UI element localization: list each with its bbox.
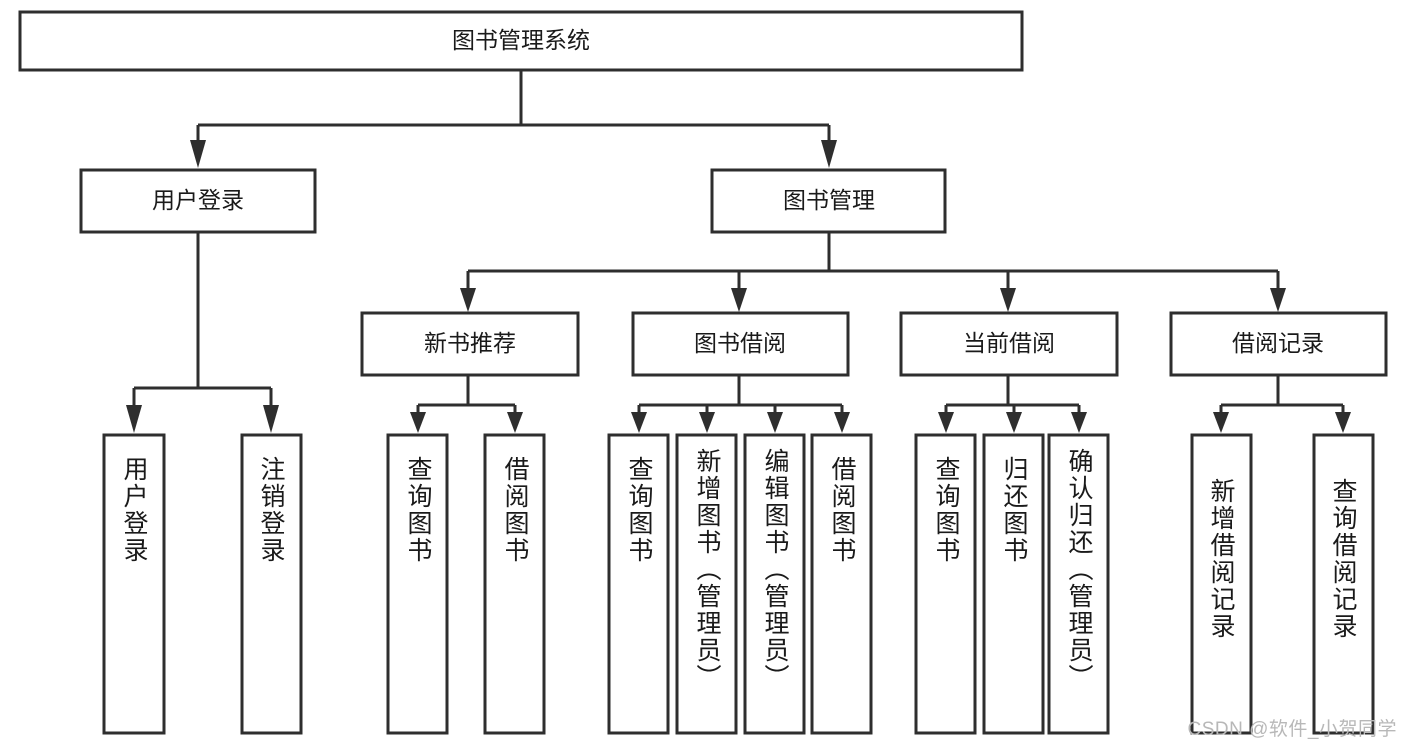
node-leaf-query-book-recommend[interactable]: 查询图书: [386, 433, 449, 735]
watermark-text: CSDN @软件_小贺同学: [1187, 719, 1397, 740]
node-leaf-query-borrow-record-box[interactable]: [1312, 433, 1375, 735]
node-root-box[interactable]: [18, 10, 1024, 72]
node-user-login-label: 用户登录: [152, 187, 244, 213]
node-leaf-return-book[interactable]: 归还图书: [982, 433, 1045, 735]
node-current-borrow-box[interactable]: [899, 311, 1119, 377]
node-leaf-return-book-box[interactable]: [982, 433, 1045, 735]
node-leaf-confirm-return-admin-label: 确认归还（管理员）: [1065, 448, 1094, 691]
arrow-head-leaf-add-borrow-record: [1213, 412, 1229, 433]
node-current-borrow-label: 当前借阅: [963, 330, 1055, 356]
node-borrow-record-label: 借阅记录: [1232, 330, 1324, 356]
node-leaf-borrow-book-recommend[interactable]: 借阅图书: [483, 433, 546, 735]
node-leaf-user-login-box[interactable]: [102, 433, 166, 735]
node-root-label: 图书管理系统: [452, 27, 590, 53]
node-new-book-recommend[interactable]: 新书推荐: [360, 311, 580, 377]
arrow-head-leaf-user-login: [126, 405, 142, 433]
arrow-head-current-borrow: [1000, 288, 1016, 312]
node-leaf-query-book-recommend-label: 查询图书: [404, 456, 433, 564]
node-leaf-add-borrow-record[interactable]: 新增借阅记录: [1190, 433, 1253, 735]
node-leaf-user-login[interactable]: 用户登录: [102, 433, 166, 735]
node-leaf-query-book-current[interactable]: 查询图书: [914, 433, 977, 735]
node-leaf-user-login-label: 用户登录: [120, 456, 149, 564]
node-leaf-user-logout[interactable]: 注销登录: [240, 433, 303, 735]
node-borrow-record[interactable]: 借阅记录: [1169, 311, 1388, 377]
node-leaf-add-book-admin[interactable]: 新增图书（管理员）: [675, 433, 738, 735]
arrow-head-leaf-user-logout: [263, 405, 279, 433]
arrow-head-leaf-edit-book-admin: [767, 412, 783, 433]
arrow-head-leaf-query-borrow-record: [1335, 412, 1351, 433]
node-leaf-add-book-admin-label: 新增图书（管理员）: [693, 448, 722, 691]
arrow-head-leaf-add-book-admin: [699, 412, 715, 433]
arrow-head-new-book-recommend: [460, 288, 476, 312]
connector-group-current-borrow: [938, 375, 1087, 433]
arrow-head-leaf-confirm-return-admin: [1071, 412, 1087, 433]
node-borrow-record-box[interactable]: [1169, 311, 1388, 377]
node-leaf-return-book-label: 归还图书: [1000, 456, 1029, 564]
node-leaf-confirm-return-admin-box[interactable]: [1047, 433, 1110, 735]
node-new-book-recommend-label: 新书推荐: [424, 330, 516, 356]
node-leaf-borrow-book-recommend-box[interactable]: [483, 433, 546, 735]
node-leaf-add-borrow-record-label: 新增借阅记录: [1207, 478, 1236, 640]
node-user-login-box[interactable]: [79, 168, 317, 234]
node-book-borrow-label: 图书借阅: [694, 330, 786, 356]
node-book-borrow[interactable]: 图书借阅: [631, 311, 850, 377]
arrow-head-borrow-record: [1270, 288, 1286, 312]
arrow-head-leaf-query-book-current: [938, 412, 954, 433]
node-leaf-query-book-current-label: 查询图书: [932, 456, 961, 564]
node-leaf-edit-book-admin-label: 编辑图书（管理员）: [761, 448, 790, 691]
node-current-borrow[interactable]: 当前借阅: [899, 311, 1119, 377]
arrow-head-leaf-borrow-book-borrow: [834, 412, 850, 433]
node-book-manage-box[interactable]: [710, 168, 947, 234]
node-leaf-user-logout-label: 注销登录: [257, 456, 286, 564]
node-leaf-query-book-borrow-label: 查询图书: [625, 456, 654, 564]
arrow-head-book-borrow: [731, 288, 747, 312]
node-leaf-query-borrow-record[interactable]: 查询借阅记录: [1312, 433, 1375, 735]
arrow-head-leaf-query-book-borrow: [631, 412, 647, 433]
arrow-head-leaf-borrow-book-recommend: [507, 412, 523, 433]
node-leaf-confirm-return-admin[interactable]: 确认归还（管理员）: [1047, 433, 1110, 735]
arrow-head-leaf-query-book-recommend: [410, 412, 426, 433]
node-leaf-add-borrow-record-box[interactable]: [1190, 433, 1253, 735]
node-leaf-borrow-book-borrow[interactable]: 借阅图书: [810, 433, 873, 735]
node-leaf-borrow-book-borrow-label: 借阅图书: [828, 456, 857, 564]
node-book-borrow-box[interactable]: [631, 311, 850, 377]
connector-group-book-borrow: [631, 375, 850, 433]
node-leaf-query-borrow-record-label: 查询借阅记录: [1329, 478, 1358, 640]
node-user-login[interactable]: 用户登录: [79, 168, 317, 234]
node-book-manage[interactable]: 图书管理: [710, 168, 947, 234]
node-leaf-borrow-book-recommend-label: 借阅图书: [501, 456, 530, 564]
node-leaf-add-book-admin-box[interactable]: [675, 433, 738, 735]
node-leaf-edit-book-admin[interactable]: 编辑图书（管理员）: [743, 433, 806, 735]
node-leaf-query-book-current-box[interactable]: [914, 433, 977, 735]
node-leaf-query-book-borrow-box[interactable]: [607, 433, 670, 735]
node-leaf-query-book-recommend-box[interactable]: [386, 433, 449, 735]
connector-group-book-manage: [460, 232, 1286, 312]
node-new-book-recommend-box[interactable]: [360, 311, 580, 377]
arrow-head-book-manage: [821, 140, 837, 168]
connector-group-new-book-recommend: [410, 375, 523, 433]
node-book-manage-label: 图书管理: [783, 187, 875, 213]
arrow-head-leaf-return-book: [1006, 412, 1022, 433]
node-leaf-user-logout-box[interactable]: [240, 433, 303, 735]
node-leaf-borrow-book-borrow-box[interactable]: [810, 433, 873, 735]
node-leaf-edit-book-admin-box[interactable]: [743, 433, 806, 735]
node-root[interactable]: 图书管理系统: [18, 10, 1024, 72]
connector-group-borrow-record: [1213, 375, 1351, 433]
connector-group-user-login: [126, 232, 279, 433]
node-leaf-query-book-borrow[interactable]: 查询图书: [607, 433, 670, 735]
arrow-head-user-login: [190, 140, 206, 168]
connector-group-root: [190, 70, 837, 168]
